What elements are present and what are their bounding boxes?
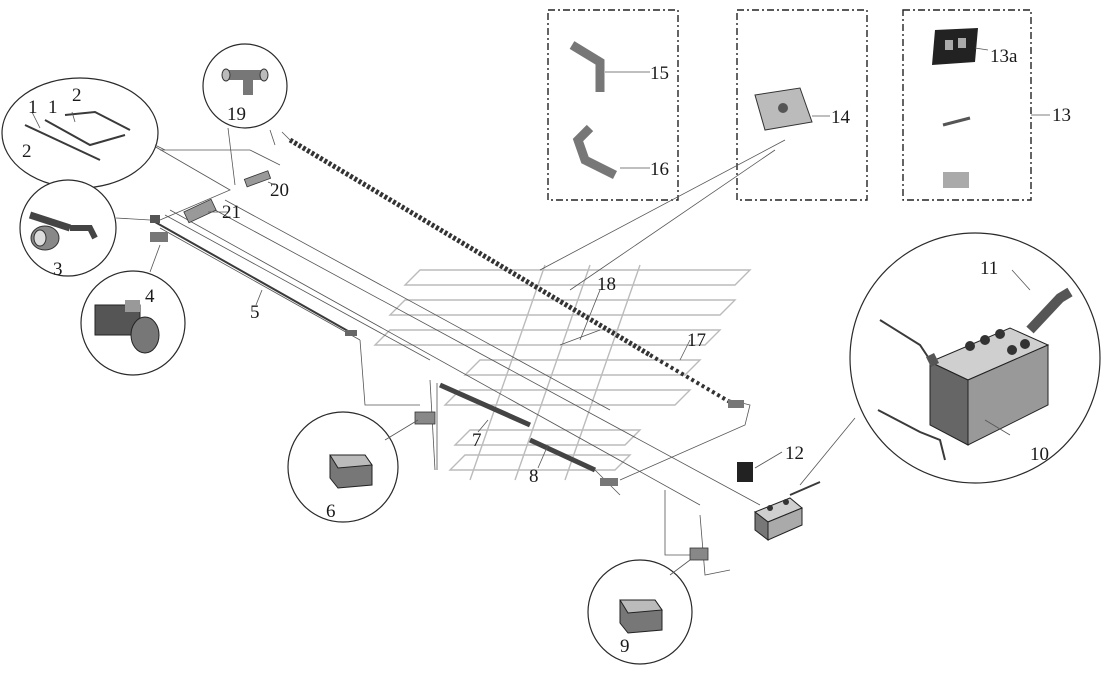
label-20: 20 xyxy=(270,180,289,201)
label-2b: 2 xyxy=(22,141,32,162)
label-11: 11 xyxy=(980,258,998,279)
label-17: 17 xyxy=(687,330,706,351)
box-plate-14 xyxy=(539,9,868,291)
detail-circle-tee-19 xyxy=(202,43,288,186)
detail-circle-valve-3 xyxy=(19,179,151,277)
detail-circle-heater-6 xyxy=(287,411,419,523)
pipe-8 xyxy=(528,437,597,473)
main-piping xyxy=(134,129,761,576)
label-9: 9 xyxy=(620,636,630,657)
label-1b: 1 xyxy=(48,97,58,118)
label-1a: 1 xyxy=(28,97,38,118)
fuse-block-12 xyxy=(737,462,753,482)
detail-circle-pump-4 xyxy=(80,244,186,376)
label-15: 15 xyxy=(650,63,669,84)
label-8: 8 xyxy=(529,466,539,487)
part-labels: 1 1 2 2 3 4 5 6 7 8 9 10 11 12 13 13a 14… xyxy=(22,46,1071,657)
heater-box-small xyxy=(753,481,821,542)
label-13: 13 xyxy=(1052,105,1071,126)
label-18: 18 xyxy=(597,274,616,295)
label-19: 19 xyxy=(227,104,246,125)
detail-circle-heater-core-10 xyxy=(799,232,1101,486)
label-21: 21 xyxy=(222,202,241,223)
label-7: 7 xyxy=(472,430,482,451)
detail-circle-heater-9 xyxy=(587,559,693,665)
label-16: 16 xyxy=(650,159,669,180)
label-3: 3 xyxy=(53,259,63,280)
label-14: 14 xyxy=(831,107,851,128)
label-2a: 2 xyxy=(72,85,82,106)
corrugated-hose xyxy=(281,131,737,407)
valve-assembly xyxy=(150,170,744,561)
box-parts-13 xyxy=(902,9,1050,201)
label-10: 10 xyxy=(1030,444,1049,465)
pipe-7 xyxy=(436,382,532,470)
detail-circle-pipes-1-2 xyxy=(1,77,166,189)
label-6: 6 xyxy=(326,501,336,522)
label-5: 5 xyxy=(250,302,260,323)
label-13a: 13a xyxy=(990,46,1018,67)
box-hoses-15-16 xyxy=(547,9,679,201)
label-4: 4 xyxy=(145,286,155,307)
label-12: 12 xyxy=(785,443,804,464)
leader-lines xyxy=(208,181,1031,469)
